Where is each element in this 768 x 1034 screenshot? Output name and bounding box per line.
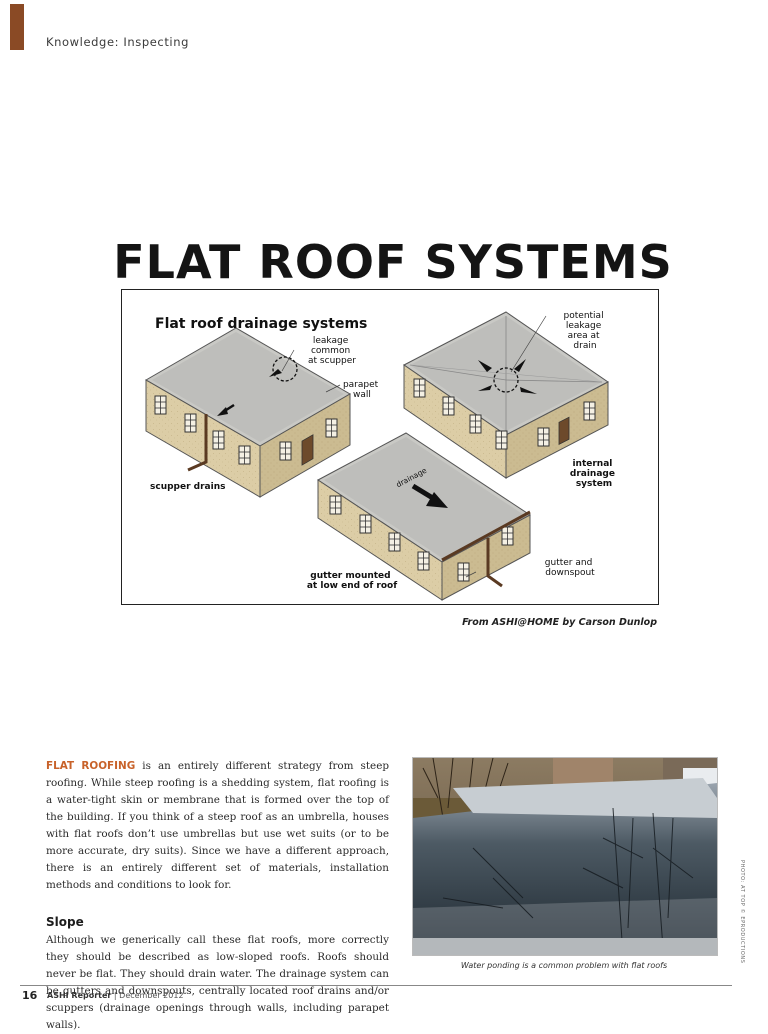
page-number: 16 — [22, 989, 38, 1002]
slope-paragraph: Although we generically call these flat … — [46, 934, 389, 1031]
label-leakage: leakage common at scupper — [308, 336, 356, 366]
photo-caption: Water ponding is a common problem with f… — [460, 961, 668, 970]
building-gutter — [317, 432, 531, 601]
intro-text: is an entirely different strategy from s… — [46, 760, 390, 891]
slope-heading: Slope — [46, 915, 84, 929]
building-scupper — [145, 327, 351, 498]
footer-publication: ASHI Reporter | December 2012 — [47, 991, 184, 1000]
footer-rule — [20, 985, 732, 986]
figure-heading: Flat roof drainage systems — [155, 316, 367, 332]
lead-in: FLAT ROOFING — [46, 760, 136, 772]
label-parapet: parapet wall — [343, 380, 381, 400]
figure-credit: From ASHI@HOME by Carson Dunlop — [462, 617, 657, 628]
building-internal — [403, 311, 609, 479]
label-scupper-drains: scupper drains — [150, 482, 225, 492]
side-photo-credit: PHOTO: AT TOP © EPRODUCTIONS — [739, 860, 745, 964]
ponding-photo — [412, 757, 718, 956]
label-gutter-mounted: gutter mounted at low end of roof — [307, 571, 397, 591]
publication-name: ASHI Reporter — [47, 991, 112, 1000]
issue-date: December 2012 — [119, 991, 184, 1000]
footer-separator: | — [113, 991, 117, 1000]
label-potential-leakage: potential leakage area at drain — [564, 311, 607, 351]
drainage-figure: Flat roof drainage systems leakage commo… — [121, 289, 659, 605]
accent-bar — [10, 4, 24, 50]
intro-paragraph: FLAT ROOFING is an entirely different st… — [46, 758, 389, 894]
section-label: Knowledge: Inspecting — [46, 35, 190, 49]
label-internal-drainage: internal drainage system — [570, 459, 618, 489]
article-body: FLAT ROOFING is an entirely different st… — [46, 758, 389, 1034]
label-gutter-downspout: gutter and downspout — [545, 558, 595, 578]
page-title: FLAT ROOF SYSTEMS — [113, 235, 673, 289]
